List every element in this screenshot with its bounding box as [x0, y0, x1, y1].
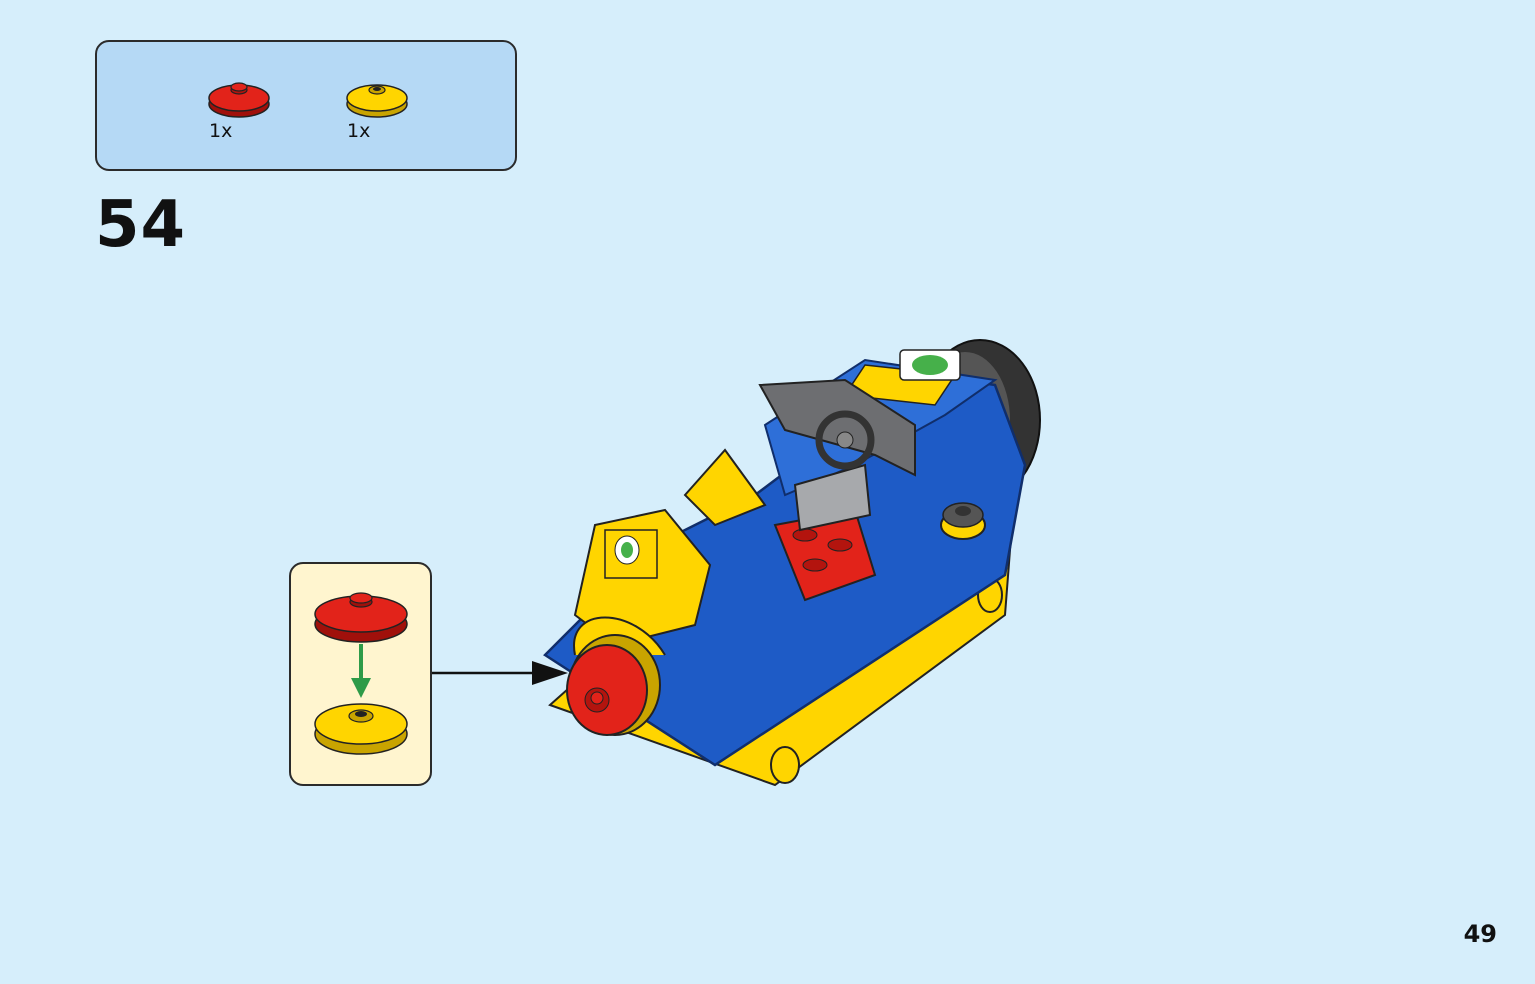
red-round-tile-icon [208, 82, 270, 118]
rear-black-stud [940, 502, 986, 540]
kart-model-illustration [543, 339, 1041, 787]
step-number: 54 [95, 188, 187, 262]
parts-item-quantity: 1x [209, 120, 233, 142]
attach-pointer-arrow [432, 661, 568, 685]
yellow-front-blocks [573, 448, 767, 647]
attached-red-round-tile [566, 616, 666, 736]
callout-red-tile [314, 592, 408, 643]
page-number: 49 [1463, 920, 1497, 948]
seat-and-steering-wheel [758, 378, 916, 532]
parts-item-quantity: 1x [347, 120, 371, 142]
yellow-round-tile-icon [346, 84, 408, 118]
callout-yellow-tile [314, 703, 408, 755]
subassembly-callout [289, 562, 432, 786]
subassembly-illustration [314, 592, 408, 755]
parts-list-box: 1x 1x [95, 40, 517, 171]
callout-green-arrow [351, 644, 371, 698]
